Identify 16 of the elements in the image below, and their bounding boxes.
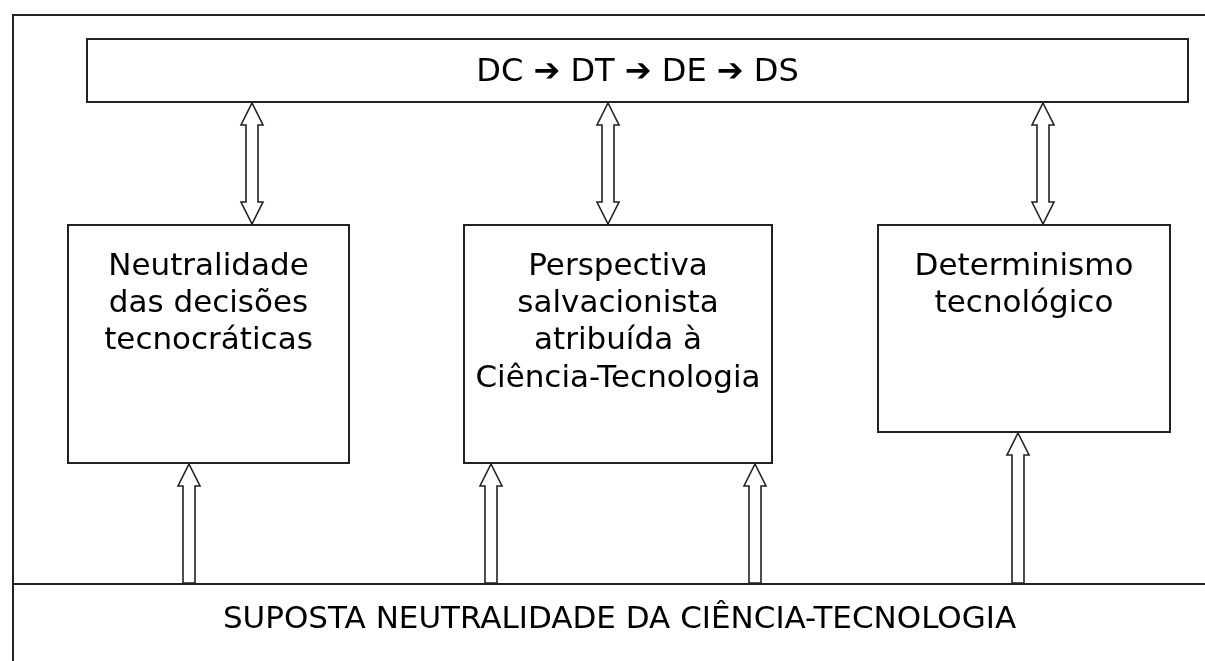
hollow-arrow bbox=[595, 101, 621, 226]
text-box bbox=[67, 224, 350, 464]
text-box bbox=[86, 38, 1189, 103]
box-label: Neutralidade das decisões tecnocráticas bbox=[103, 246, 314, 358]
hollow-arrow bbox=[1030, 101, 1056, 226]
text-box bbox=[877, 224, 1171, 433]
box-label: Determinismo tecnológico bbox=[913, 246, 1135, 321]
box-label: Perspectiva salvacionista atribuída à Ciência-Tecnologia bbox=[475, 246, 761, 395]
text-box bbox=[463, 224, 773, 464]
box-label: SUPOSTA NEUTRALIDADE DA CIÊNCIA-TECNOLOGIA bbox=[222, 599, 1017, 637]
hollow-arrow bbox=[176, 462, 202, 584]
hollow-arrow bbox=[478, 462, 504, 584]
hollow-arrow bbox=[742, 462, 768, 584]
hollow-arrow bbox=[239, 101, 265, 226]
hollow-arrow bbox=[1005, 431, 1031, 584]
box-label: DC ➔ DT ➔ DE ➔ DS bbox=[476, 51, 799, 90]
